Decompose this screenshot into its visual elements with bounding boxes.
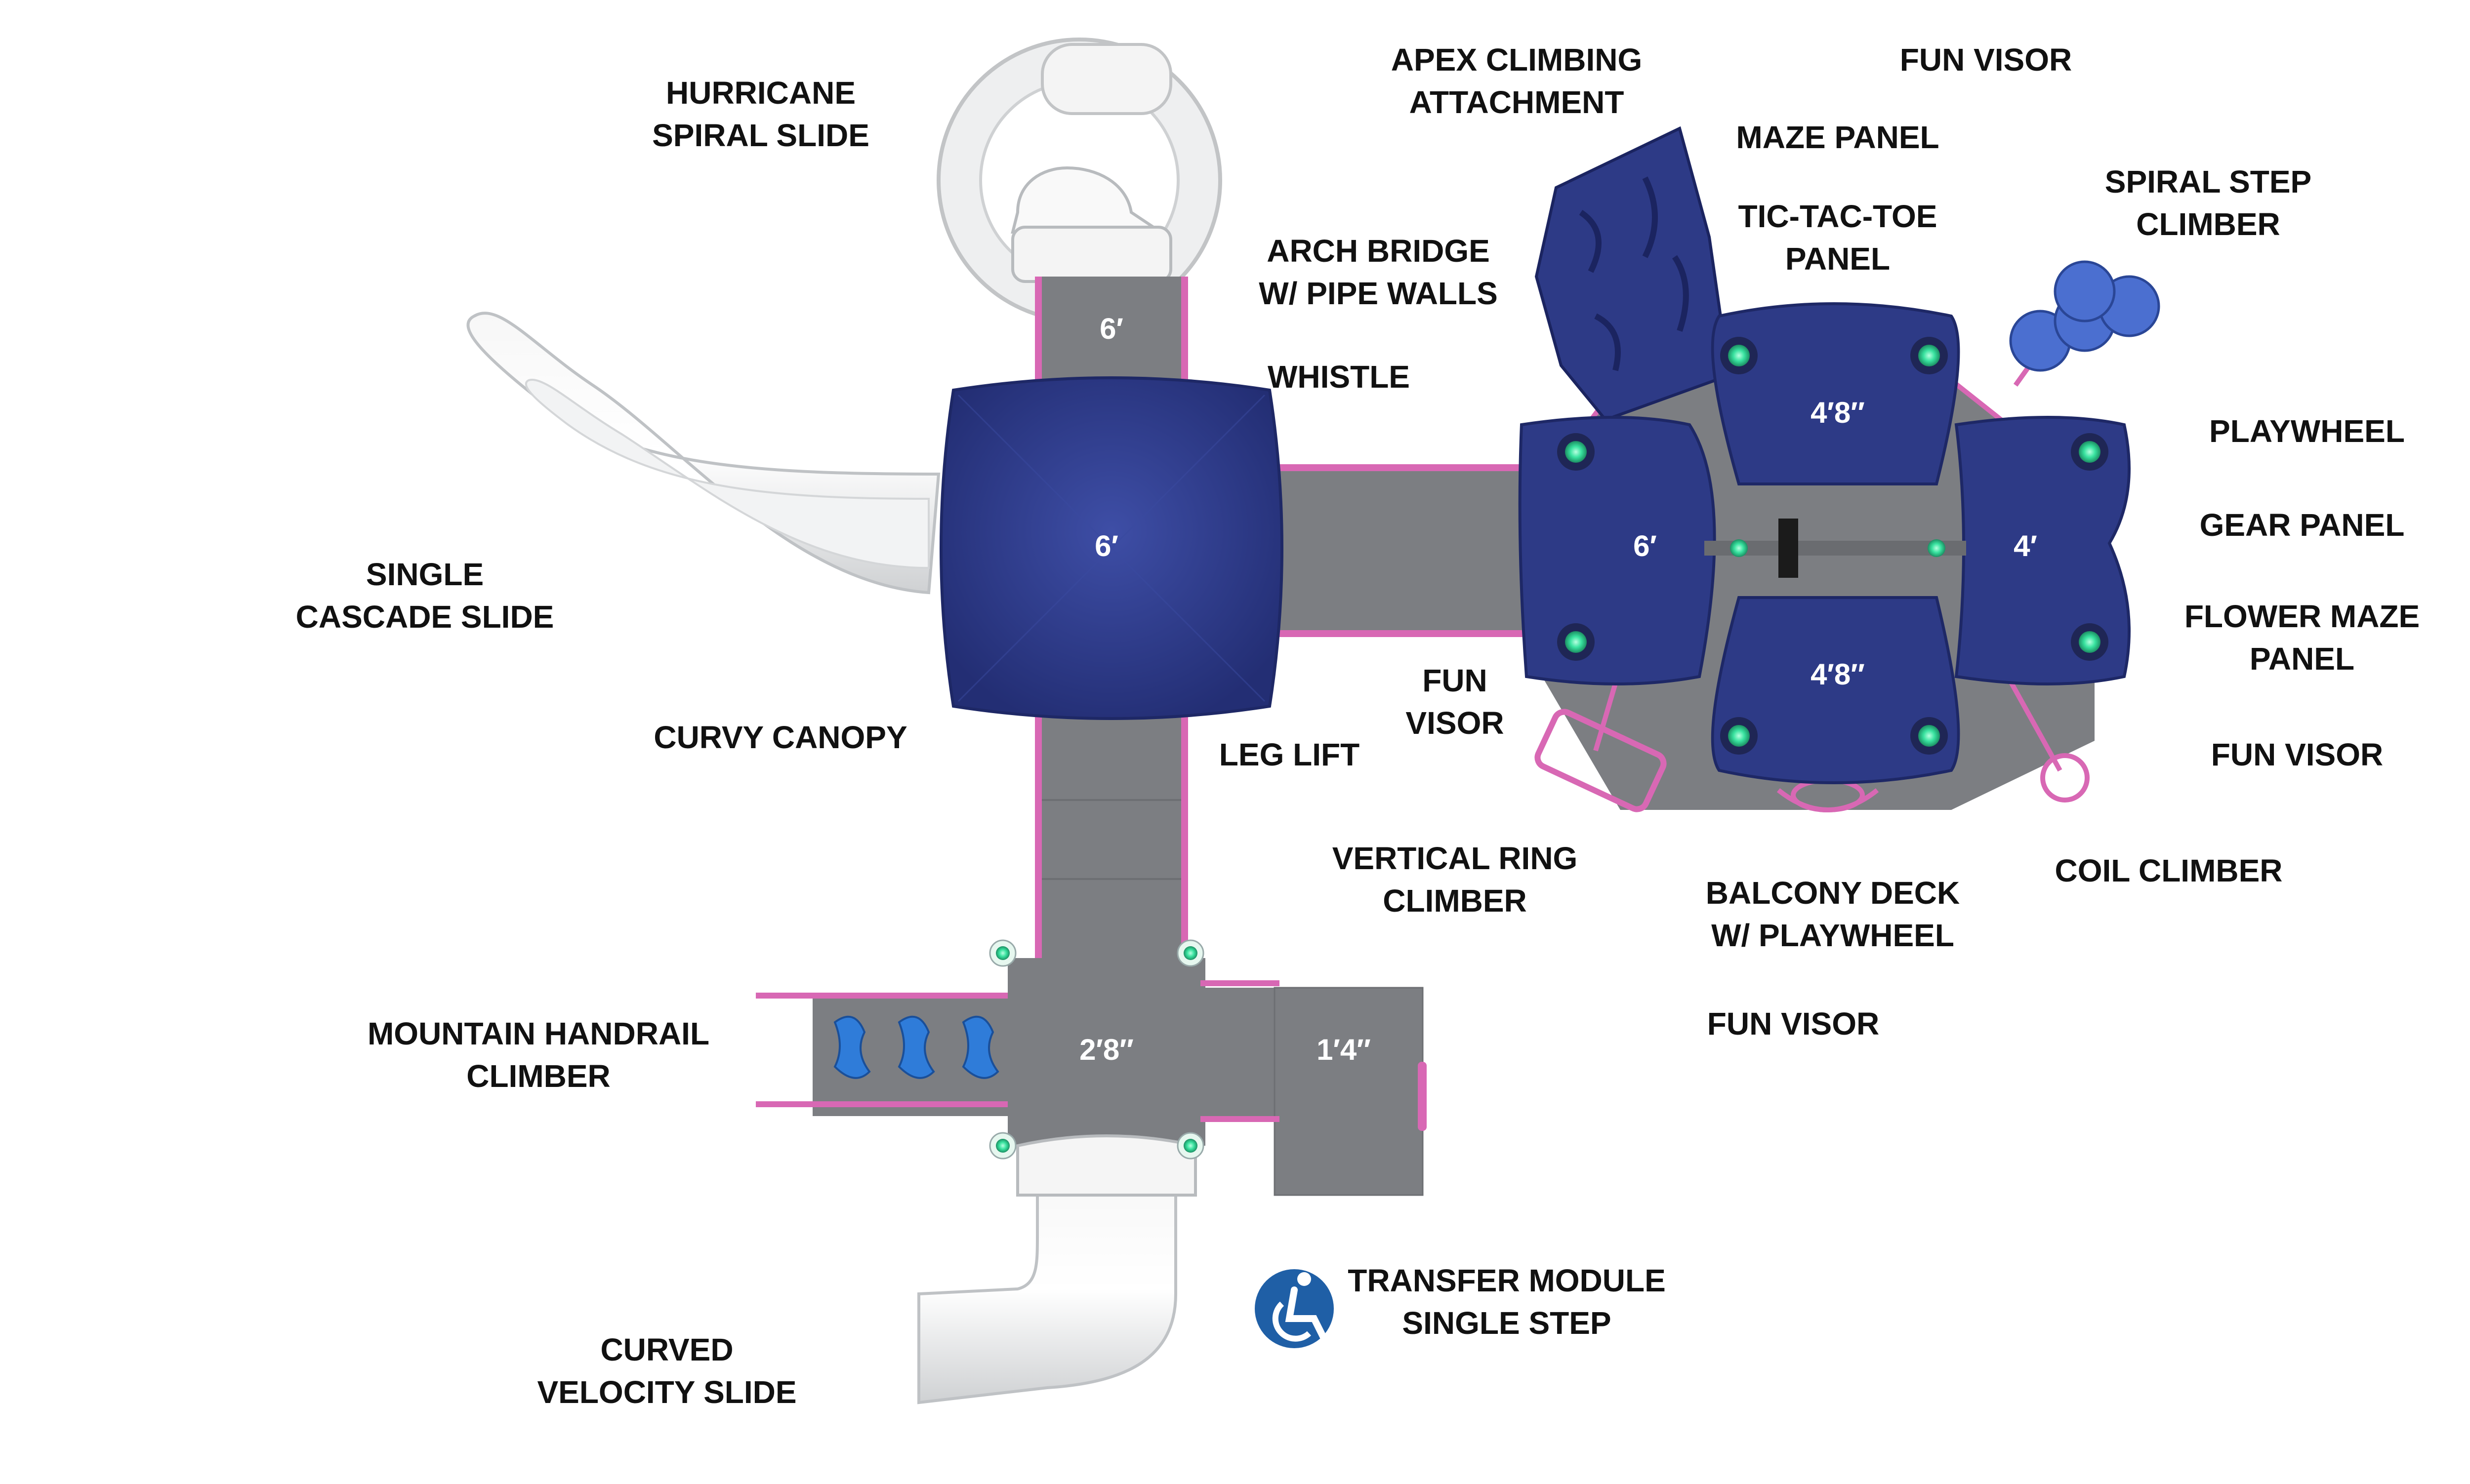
walkway-south-rail-left: [1035, 691, 1042, 968]
height-main-tower: 6′: [1095, 529, 1118, 562]
label-whistle: WHISTLE: [1268, 359, 1410, 395]
coil-climber: [2040, 753, 2090, 802]
left-canopy: [1518, 416, 1716, 685]
handrail-grip-3: [962, 1015, 999, 1079]
vertical-ring-climber: [1534, 709, 1667, 812]
bridge-rail-left: [1035, 277, 1042, 390]
height-bottom-deck: 4′8″: [1811, 658, 1865, 691]
canopy-seams: [957, 394, 1266, 702]
wheelchair-accessibility-icon: [1255, 1269, 1334, 1348]
handrail-grip-2: [898, 1015, 935, 1079]
handrail-climber-rail-bottom: [756, 1101, 1013, 1107]
spiral-step-4: [2054, 260, 2116, 322]
hurricane-spiral-slide-exit: [1041, 43, 1172, 115]
bridge-rail-right: [1181, 277, 1188, 390]
apex-climbing-holds: [1579, 176, 1689, 371]
walkway-rail-bottom: [1260, 630, 1606, 637]
walkway-south: [1040, 691, 1183, 968]
playwheel-knob: [1730, 539, 1748, 557]
height-step-deck: 1′4″: [1317, 1033, 1371, 1066]
height-right-left-deck: 6′: [1633, 529, 1657, 562]
handrail-climber-rail-top: [756, 993, 1013, 999]
label-playwheel: PLAYWHEEL: [2209, 413, 2405, 449]
hurricane-slide-entry: [1011, 226, 1172, 283]
curved-velocity-slide: [917, 1174, 1177, 1404]
step-deck: [1274, 987, 1424, 1196]
label-gear-panel: GEAR PANEL: [2199, 507, 2405, 543]
height-transfer-deck: 2′8″: [1079, 1033, 1134, 1066]
arch-bridge-deck: [1040, 277, 1183, 390]
transfer-rail-top: [1200, 980, 1279, 986]
label-maze-panel: MAZE PANEL: [1736, 120, 1939, 155]
label-fun-visor-right: FUN VISOR: [2211, 737, 2384, 772]
label-fun-visor-top: FUN VISOR: [1899, 42, 2072, 78]
single-cascade-slide-bed: [525, 378, 930, 569]
label-curvy-canopy: CURVY CANOPY: [654, 720, 907, 755]
whistle-knob: [1928, 539, 1945, 557]
walkway-south-rail-right: [1181, 691, 1188, 968]
post-lights: [989, 337, 2108, 1160]
label-coil-climber: COIL CLIMBER: [2055, 853, 2283, 888]
label-leg-lift: LEG LIFT: [1219, 737, 1360, 772]
right-canopy: [1954, 416, 2131, 685]
top-canopy: [1711, 302, 1960, 485]
label-fun-visor-bottom: FUN VISOR: [1707, 1006, 1880, 1042]
transfer-rail-bottom: [1200, 1116, 1279, 1122]
apex-climbing-attachment: [1534, 126, 1731, 422]
height-bridge-top: 6′: [1100, 312, 1123, 345]
gear-panel: [1778, 519, 1798, 578]
height-right-deck: 4′: [2014, 529, 2037, 562]
hurricane-slide-hood: [1011, 166, 1166, 234]
bottom-canopy: [1711, 596, 1960, 784]
center-spine: [1704, 541, 1966, 556]
handrail-grip-1: [833, 1015, 871, 1079]
transfer-deck: [1008, 958, 1205, 1146]
height-top-deck: 4′8″: [1811, 396, 1865, 429]
transfer-step-upper: [1205, 988, 1275, 1116]
step-deck-handle: [1418, 1062, 1427, 1131]
coil-climber-pole: [2008, 680, 2062, 772]
curved-velocity-slide-entry: [1016, 1134, 1197, 1197]
